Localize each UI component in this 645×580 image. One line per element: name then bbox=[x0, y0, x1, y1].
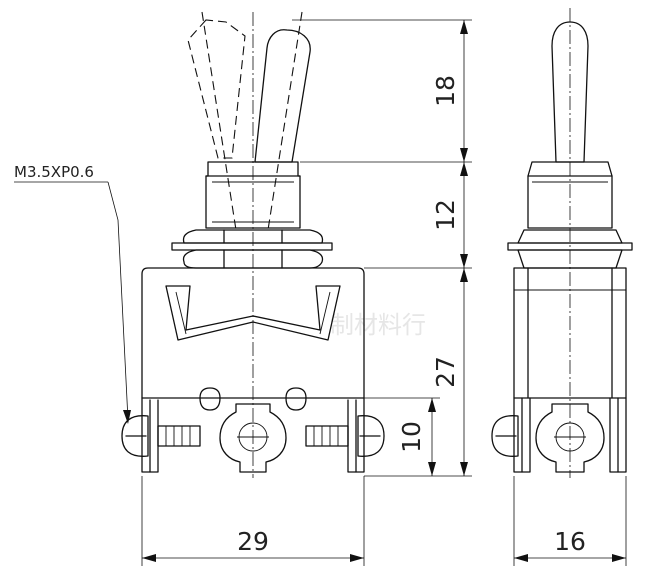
dim-terminal-height: 10 bbox=[397, 421, 426, 453]
dim-bushing-height: 12 bbox=[431, 199, 460, 231]
notch-right bbox=[285, 387, 307, 411]
side-body bbox=[513, 267, 627, 399]
dim-body-width: 29 bbox=[237, 527, 269, 556]
side-screw-head bbox=[491, 415, 519, 457]
dimension-lines bbox=[14, 19, 627, 566]
lever-axis-left bbox=[201, 11, 237, 231]
terminal-screw-right bbox=[357, 415, 385, 457]
terminal-center bbox=[219, 403, 287, 473]
dim-body-height: 27 bbox=[431, 356, 460, 388]
terminal-screw-left bbox=[121, 415, 149, 457]
lever-axis-right bbox=[267, 11, 303, 231]
side-terminal bbox=[535, 403, 605, 473]
notch-left bbox=[199, 387, 221, 411]
dim-side-width: 16 bbox=[554, 527, 586, 556]
front-view bbox=[121, 11, 385, 478]
thread-callout: M3.5XP0.6 bbox=[14, 163, 94, 181]
dim-lever-height: 18 bbox=[431, 75, 460, 107]
lever-solid bbox=[254, 29, 311, 163]
lock-washer bbox=[171, 242, 333, 251]
body-window bbox=[165, 285, 341, 341]
terminal-thread-left bbox=[157, 425, 201, 447]
terminal-thread-right bbox=[305, 425, 349, 447]
watermark: 制材料行 bbox=[330, 311, 426, 339]
lever-alternate-position bbox=[187, 19, 246, 159]
side-view bbox=[491, 8, 633, 478]
